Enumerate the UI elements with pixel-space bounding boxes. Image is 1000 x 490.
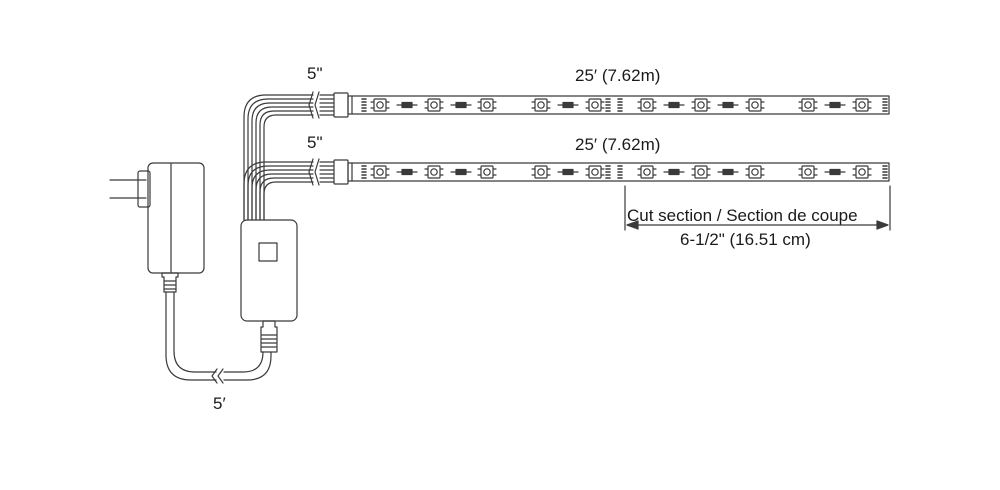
led-chip	[798, 98, 818, 112]
plug-base	[137, 170, 151, 208]
led-chip	[477, 98, 497, 112]
cut-pads	[617, 98, 623, 112]
strip-length-bottom-label: 25′ (7.62m)	[575, 135, 661, 154]
resistor	[557, 101, 579, 109]
led-chip	[745, 98, 765, 112]
led-chip	[424, 165, 444, 179]
cut-pads	[361, 98, 367, 112]
led-chip	[531, 98, 551, 112]
resistor	[396, 101, 418, 109]
led-chip	[477, 165, 497, 179]
controller-connector	[260, 320, 278, 353]
lead-length-top-label: 5"	[307, 64, 323, 83]
led-chip	[585, 165, 605, 179]
resistor	[663, 168, 685, 176]
lead-wires-bottom	[243, 158, 349, 221]
cut-pads	[617, 165, 623, 179]
led-chip	[637, 165, 657, 179]
led-chip	[798, 165, 818, 179]
cut-section-label: Cut section / Section de coupe	[627, 206, 858, 225]
led-chip	[852, 98, 872, 112]
controller-body	[240, 219, 298, 322]
cut-section-dimension	[624, 185, 891, 231]
led-chip	[691, 98, 711, 112]
strip-length-top-label: 25′ (7.62m)	[575, 66, 661, 85]
resistor	[557, 168, 579, 176]
led-chip	[424, 98, 444, 112]
led-chip	[852, 165, 872, 179]
controller-button	[258, 242, 278, 262]
led-strips	[347, 95, 890, 182]
adapter-body	[147, 162, 205, 274]
controller	[240, 219, 298, 353]
lead-wires	[243, 91, 349, 221]
power-adapter	[109, 162, 205, 293]
cut-pads	[361, 165, 367, 179]
resistor	[663, 101, 685, 109]
led-chip	[531, 165, 551, 179]
lead-wires-top	[243, 91, 349, 221]
resistor	[824, 168, 846, 176]
resistor	[717, 168, 739, 176]
resistor	[396, 168, 418, 176]
led-chip	[585, 98, 605, 112]
led-chip	[370, 98, 390, 112]
power-cord-length-label: 5′	[213, 394, 226, 413]
cut-pads	[882, 98, 888, 112]
led-strip-top	[347, 95, 890, 115]
led-chip	[637, 98, 657, 112]
cut-pads	[882, 165, 888, 179]
resistor	[450, 168, 472, 176]
led-chip	[745, 165, 765, 179]
cut-pads	[605, 98, 611, 112]
adapter-strain-relief	[161, 272, 179, 293]
resistor	[450, 101, 472, 109]
power-cord	[165, 291, 272, 384]
led-chip	[691, 165, 711, 179]
resistor	[824, 101, 846, 109]
led-strip-bottom	[347, 162, 890, 182]
cut-pads	[605, 165, 611, 179]
resistor	[717, 101, 739, 109]
cut-section-length-label: 6-1/2" (16.51 cm)	[680, 230, 811, 249]
lead-length-bottom-label: 5"	[307, 133, 323, 152]
led-chip	[370, 165, 390, 179]
